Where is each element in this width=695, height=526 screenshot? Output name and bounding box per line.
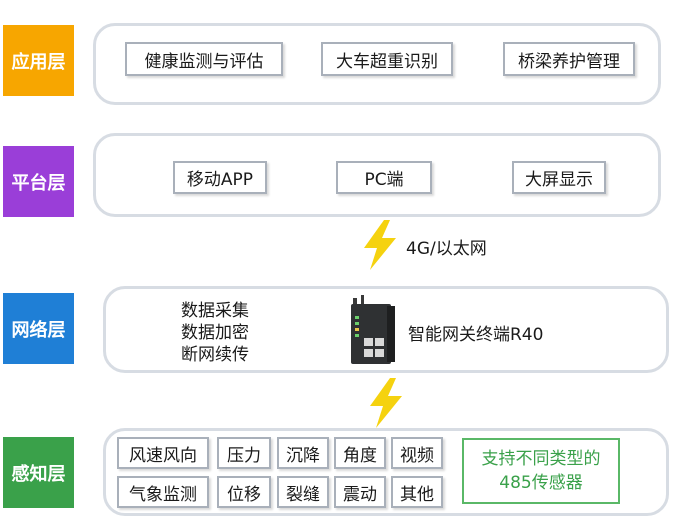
layer-label-network: 网络层 <box>3 293 74 364</box>
layer-label-platform: 平台层 <box>3 146 74 217</box>
network-function-encryption: 数据加密 <box>181 323 249 343</box>
app-item-overload-detection: 大车超重识别 <box>321 42 453 76</box>
platform-item-pc: PC端 <box>336 161 432 194</box>
gateway-device-icon <box>351 295 395 364</box>
sensor-crack: 裂缝 <box>277 476 329 508</box>
sensor-pressure: 压力 <box>217 437 271 469</box>
layer-label-application: 应用层 <box>3 25 74 96</box>
layer-label-sensing: 感知层 <box>3 437 74 508</box>
gateway-device-label: 智能网关终端R40 <box>408 325 544 345</box>
sensor-note-line-1: 支持不同类型的 <box>481 449 601 469</box>
sensor-vibration: 震动 <box>334 476 386 508</box>
sensor-other: 其他 <box>391 476 443 508</box>
network-function-resume: 断网续传 <box>181 345 249 365</box>
connection-label: 4G/以太网 <box>406 239 487 259</box>
lightning-icon <box>370 378 402 428</box>
sensor-video: 视频 <box>391 437 443 469</box>
application-layer-panel: 健康监测与评估 大车超重识别 桥梁养护管理 <box>93 23 661 105</box>
platform-item-mobile-app: 移动APP <box>173 161 267 194</box>
sensor-settlement: 沉降 <box>277 437 329 469</box>
app-item-bridge-maintenance: 桥梁养护管理 <box>503 42 635 76</box>
sensor-note-line-2: 485传感器 <box>499 473 583 493</box>
sensor-angle: 角度 <box>334 437 386 469</box>
sensor-weather: 气象监测 <box>117 476 209 508</box>
app-item-health-monitoring: 健康监测与评估 <box>125 42 283 76</box>
lightning-icon <box>364 220 396 270</box>
sensor-support-note: 支持不同类型的 485传感器 <box>462 438 620 504</box>
platform-item-big-screen: 大屏显示 <box>512 161 606 194</box>
network-function-collection: 数据采集 <box>181 301 249 321</box>
platform-layer-panel: 移动APP PC端 大屏显示 <box>93 133 661 217</box>
sensor-displacement: 位移 <box>217 476 271 508</box>
sensor-wind: 风速风向 <box>117 437 209 469</box>
